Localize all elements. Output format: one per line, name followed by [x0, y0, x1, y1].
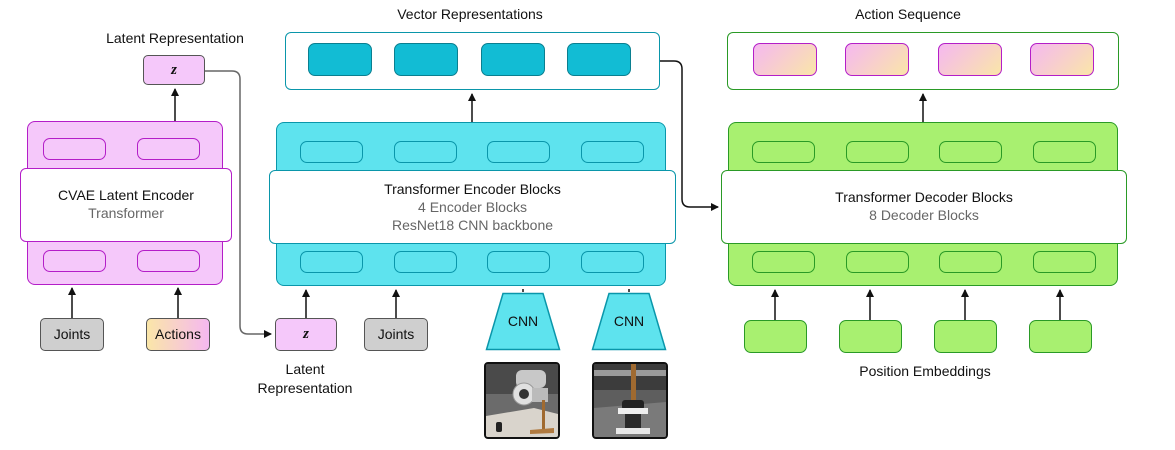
vector-token — [394, 43, 458, 76]
encoder-z-input[interactable]: z — [275, 318, 337, 351]
decoder-token-slot — [1033, 251, 1096, 273]
action-token — [938, 43, 1002, 76]
decoder-title: Transformer Decoder Blocks — [835, 189, 1013, 205]
cvae-actions-input[interactable]: Actions — [146, 318, 210, 351]
encoder-token-slot — [581, 251, 644, 273]
position-embedding-token[interactable] — [1029, 320, 1092, 353]
vector-token — [481, 43, 545, 76]
position-embeddings-label: Position Embeddings — [859, 363, 991, 379]
encoder-token-slot — [581, 141, 644, 163]
encoder-label-box: Transformer Encoder Blocks 4 Encoder Blo… — [269, 170, 676, 244]
robot-camera-view-icon — [592, 362, 668, 439]
cvae-token-slot — [43, 250, 106, 272]
cvae-token-slot — [137, 250, 200, 272]
decoder-token-slot — [752, 141, 815, 163]
cvae-encoder-title: CVAE Latent Encoder — [58, 187, 194, 203]
encoder-backbone: ResNet18 CNN backbone — [391, 217, 554, 233]
decoder-label-box: Transformer Decoder Blocks 8 Decoder Blo… — [721, 170, 1127, 244]
decoder-blocks-count: 8 Decoder Blocks — [869, 207, 979, 223]
latent-representation-title: Latent Representation — [106, 30, 244, 46]
robot-camera-view-icon — [484, 362, 560, 439]
vector-token — [308, 43, 372, 76]
encoder-blocks-count: 4 Encoder Blocks — [418, 199, 527, 215]
vector-representations-title: Vector Representations — [397, 6, 543, 22]
encoder-token-slot — [487, 141, 550, 163]
action-token — [1030, 43, 1094, 76]
action-sequence-title: Action Sequence — [855, 6, 961, 22]
encoder-token-slot — [394, 141, 457, 163]
cnn-block-1[interactable]: CNN — [485, 292, 561, 351]
action-token — [845, 43, 909, 76]
action-token — [753, 43, 817, 76]
cnn-block-2[interactable]: CNN — [591, 292, 667, 351]
encoder-token-slot — [300, 141, 363, 163]
action-sequence-container[interactable] — [727, 32, 1119, 90]
encoder-token-slot — [487, 251, 550, 273]
encoder-z-label-line2: Representation — [257, 380, 353, 396]
decoder-token-slot — [939, 251, 1002, 273]
cvae-encoder-label-box: CVAE Latent Encoder Transformer — [20, 168, 232, 242]
encoder-token-slot — [394, 251, 457, 273]
cvae-joints-input[interactable]: Joints — [40, 318, 104, 351]
vector-representations-container[interactable] — [285, 32, 660, 90]
cvae-token-slot — [137, 138, 200, 160]
vector-token — [567, 43, 631, 76]
position-embedding-token[interactable] — [744, 320, 807, 353]
encoder-token-slot — [300, 251, 363, 273]
position-embedding-token[interactable] — [934, 320, 997, 353]
cnn-label-2: CNN — [613, 313, 645, 329]
decoder-token-slot — [1033, 141, 1096, 163]
decoder-token-slot — [846, 141, 909, 163]
position-embedding-token[interactable] — [839, 320, 902, 353]
decoder-token-slot — [752, 251, 815, 273]
encoder-joints-input[interactable]: Joints — [364, 318, 428, 351]
cvae-encoder-subtitle: Transformer — [88, 205, 164, 221]
cvae-token-slot — [43, 138, 106, 160]
decoder-token-slot — [939, 141, 1002, 163]
decoder-token-slot — [846, 251, 909, 273]
encoder-z-label-line1: Latent — [285, 361, 325, 377]
cnn-label-1: CNN — [507, 313, 539, 329]
encoder-title: Transformer Encoder Blocks — [384, 181, 561, 197]
latent-z-box[interactable]: z — [143, 55, 205, 85]
